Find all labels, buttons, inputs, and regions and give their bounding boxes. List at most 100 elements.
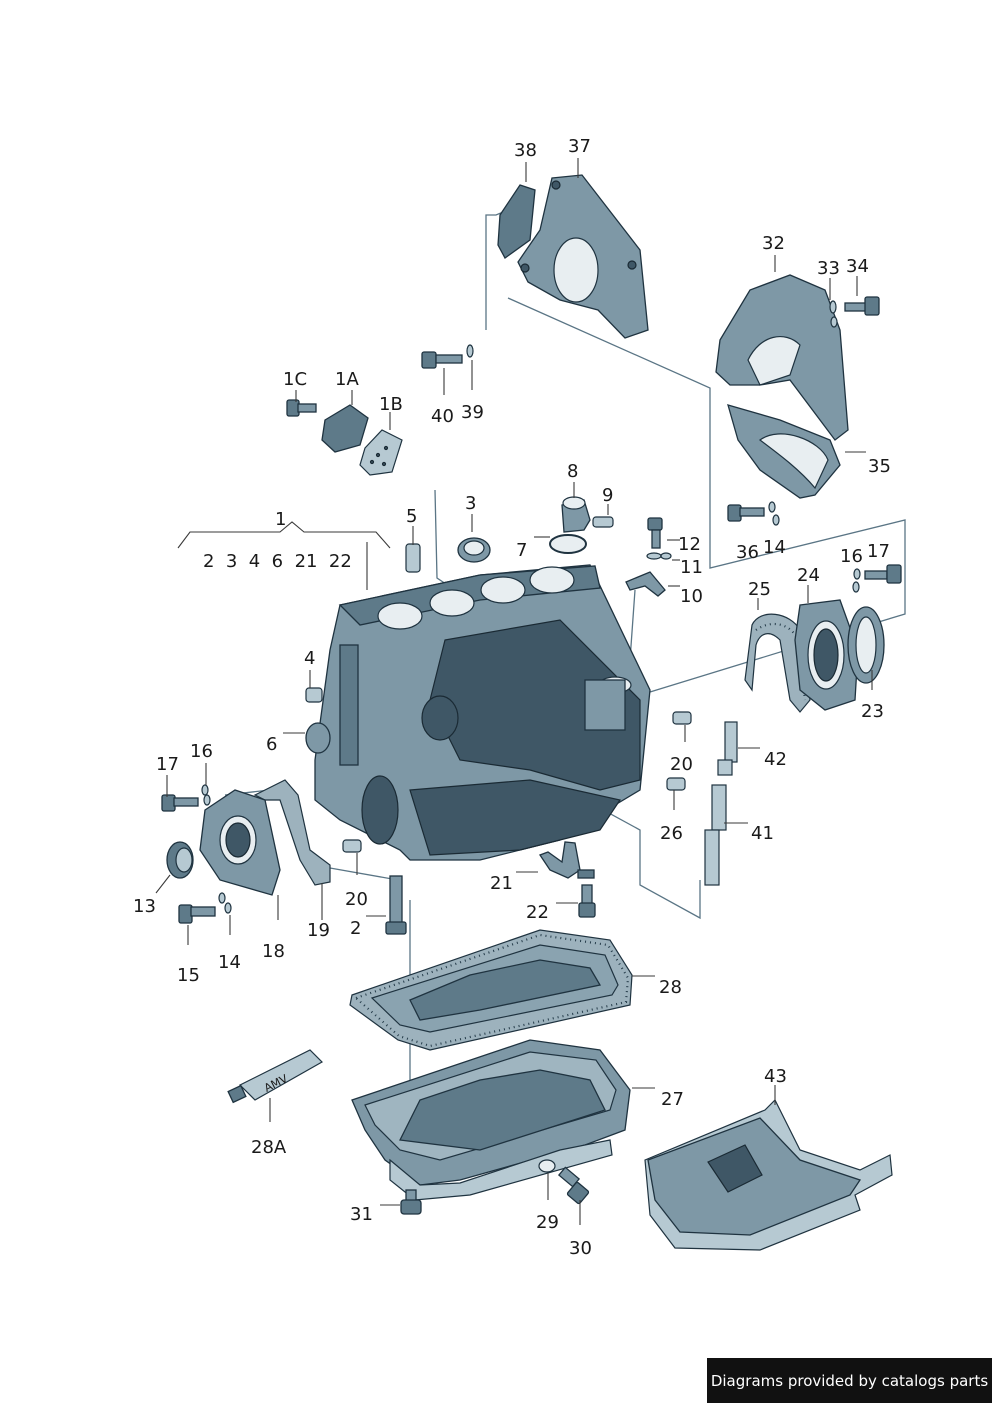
bracket-10	[625, 571, 666, 597]
bolt-17-right	[852, 564, 902, 593]
callout-21: 21	[490, 873, 513, 894]
bolt-1c	[286, 399, 317, 417]
callout-1b: 1B	[379, 394, 403, 415]
oil-pan-baffle-43	[644, 1098, 893, 1251]
callout-8: 8	[567, 461, 578, 482]
bolt-22	[578, 884, 596, 918]
callout-22: 22	[526, 902, 549, 923]
callout-6: 6	[266, 734, 277, 755]
bolt-34	[844, 296, 880, 316]
callout-34: 34	[846, 256, 869, 277]
callout-14-left: 14	[218, 952, 241, 973]
gasket-38	[497, 184, 536, 259]
oil-pan-gasket-28	[349, 929, 633, 1051]
tube-42	[717, 721, 738, 776]
oil-pan-27	[351, 1039, 631, 1201]
callout-40: 40	[431, 406, 454, 427]
callout-19: 19	[307, 920, 330, 941]
callout-labels: 38 37 32 33 34 35 40 39 1C 1A 1B 1 2 3 4…	[133, 136, 891, 1259]
jet-21	[539, 841, 595, 879]
gasket-19	[253, 779, 331, 886]
callout-13: 13	[133, 896, 156, 917]
callout-4: 4	[304, 648, 315, 669]
bolt-40	[421, 351, 463, 369]
callout-42: 42	[764, 749, 787, 770]
callout-1c: 1C	[283, 369, 307, 390]
o-ring-7	[549, 534, 587, 554]
drain-bolt-30	[557, 1166, 590, 1205]
bolt-15	[178, 892, 232, 924]
pin-5	[405, 543, 421, 573]
callout-39: 39	[461, 402, 484, 423]
callout-35: 35	[868, 456, 891, 477]
callout-17-left: 17	[156, 754, 179, 775]
callout-3: 3	[465, 493, 476, 514]
washer-29	[538, 1159, 556, 1173]
front-cover-32	[715, 274, 849, 441]
callout-1: 1	[275, 509, 286, 530]
washer-39	[466, 344, 474, 358]
callout-32: 32	[762, 233, 785, 254]
callout-28a: 28A	[251, 1137, 287, 1158]
callout-24: 24	[797, 565, 820, 586]
callout-2: 2	[350, 918, 361, 939]
bolt-36	[727, 501, 780, 526]
callout-18: 18	[262, 941, 285, 962]
callout-25: 25	[748, 579, 771, 600]
bolt-2	[385, 875, 407, 935]
callout-11: 11	[680, 557, 703, 578]
callout-28: 28	[659, 977, 682, 998]
front-cover-lower-35	[727, 404, 841, 499]
sleeve-3	[457, 537, 491, 563]
bolt-12	[647, 517, 663, 549]
callout-29: 29	[536, 1212, 559, 1233]
engine-block-1	[314, 564, 651, 861]
plug-1b	[359, 429, 403, 476]
callout-9: 9	[602, 485, 613, 506]
callout-15: 15	[177, 965, 200, 986]
bolt-31	[400, 1189, 422, 1215]
plug-6	[305, 722, 331, 754]
bolt-17-left	[161, 784, 211, 812]
callout-14-top: 14	[763, 537, 786, 558]
callout-38: 38	[514, 140, 537, 161]
leader-lines	[155, 158, 873, 1225]
dowel-20-right	[666, 711, 692, 791]
callout-26: 26	[660, 823, 683, 844]
seal-flange-18	[199, 789, 281, 896]
tube-28a: AMV	[227, 1049, 323, 1104]
sensor-9	[592, 516, 614, 528]
callout-43: 43	[764, 1066, 787, 1087]
washer-33	[829, 300, 838, 328]
rear-cover-plate-37	[517, 174, 649, 339]
callout-16-right: 16	[840, 546, 863, 567]
credit-footer: Diagrams provided by catalogs parts	[707, 1358, 992, 1403]
seal-flange-24	[794, 599, 859, 711]
callout-7: 7	[516, 540, 527, 561]
plug-4	[305, 687, 323, 703]
callout-36: 36	[736, 542, 759, 563]
seal-ring-23	[847, 606, 885, 684]
plug-1a	[321, 404, 369, 453]
callout-20-right: 20	[670, 754, 693, 775]
dowel-20-left	[342, 839, 362, 853]
callout-31: 31	[350, 1204, 373, 1225]
callout-37: 37	[568, 136, 591, 157]
callout-20-left: 20	[345, 889, 368, 910]
callout-17-right: 17	[867, 541, 890, 562]
tube-41	[704, 784, 727, 886]
seal-ring-13	[166, 841, 194, 879]
gasket-25	[744, 613, 811, 713]
callout-10: 10	[680, 586, 703, 607]
callout-27: 27	[661, 1089, 684, 1110]
callout-30: 30	[569, 1238, 592, 1259]
flange-8	[561, 496, 591, 533]
callout-41: 41	[751, 823, 774, 844]
callout-33: 33	[817, 258, 840, 279]
callout-1a: 1A	[335, 369, 359, 390]
callout-5: 5	[406, 506, 417, 527]
callout-16-left: 16	[190, 741, 213, 762]
callout-12: 12	[678, 534, 701, 555]
callout-23: 23	[861, 701, 884, 722]
